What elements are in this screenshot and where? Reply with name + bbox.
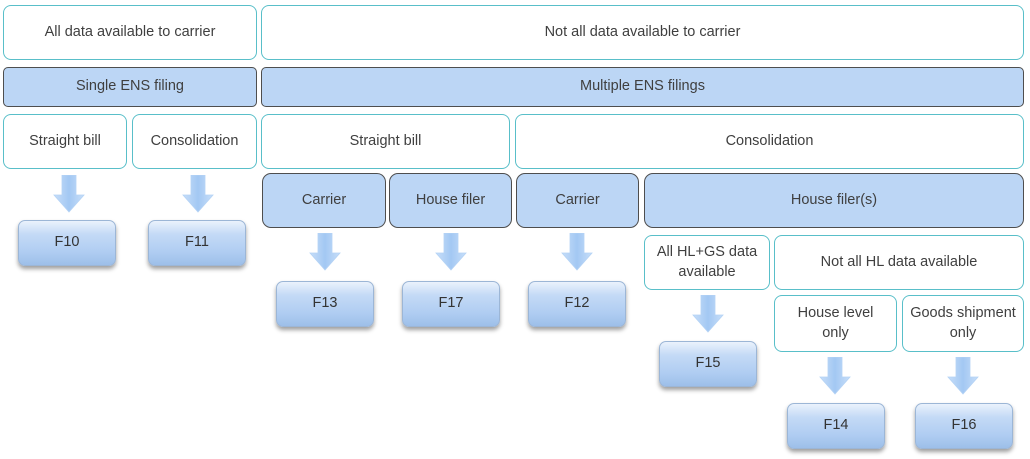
consolidation-carrier-box: Carrier bbox=[516, 173, 639, 228]
down-arrow-icon bbox=[309, 233, 341, 271]
code-f15-box: F15 bbox=[659, 341, 757, 387]
house-level-only-label: House level only bbox=[797, 304, 874, 341]
code-f12-label: F12 bbox=[564, 295, 590, 312]
all-hl-gs-data-box: All HL+GS data available bbox=[644, 235, 770, 290]
straight-house-filer-label: House filer bbox=[415, 191, 486, 208]
multiple-consolidation-label: Consolidation bbox=[725, 132, 814, 149]
down-arrow-icon bbox=[561, 233, 593, 271]
goods-shipment-only-label: Goods shipment only bbox=[910, 304, 1016, 341]
multiple-ens-filings-band: Multiple ENS filings bbox=[261, 67, 1024, 107]
single-straight-bill-box: Straight bill bbox=[3, 114, 127, 169]
code-f17-label: F17 bbox=[438, 295, 464, 312]
house-level-only-box: House level only bbox=[774, 295, 897, 352]
code-f16-box: F16 bbox=[915, 403, 1013, 449]
code-f16-label: F16 bbox=[951, 417, 977, 434]
single-consolidation-label: Consolidation bbox=[150, 132, 239, 149]
code-f15-label: F15 bbox=[695, 355, 721, 372]
multiple-straight-bill-label: Straight bill bbox=[349, 132, 422, 149]
consolidation-house-filers-label: House filer(s) bbox=[790, 191, 878, 208]
code-f14-label: F14 bbox=[823, 417, 849, 434]
multiple-ens-filings-label: Multiple ENS filings bbox=[580, 78, 705, 95]
not-all-hl-data-box: Not all HL data available bbox=[774, 235, 1024, 290]
code-f17-box: F17 bbox=[402, 281, 500, 327]
not-all-hl-data-label: Not all HL data available bbox=[820, 253, 978, 270]
not-all-data-available-box: Not all data available to carrier bbox=[261, 5, 1024, 60]
code-f11-box: F11 bbox=[148, 220, 246, 266]
down-arrow-icon bbox=[435, 233, 467, 271]
code-f13-box: F13 bbox=[276, 281, 374, 327]
straight-house-filer-box: House filer bbox=[389, 173, 512, 228]
all-data-available-label: All data available to carrier bbox=[44, 23, 216, 40]
single-ens-filing-band: Single ENS filing bbox=[3, 67, 257, 107]
goods-shipment-only-box: Goods shipment only bbox=[902, 295, 1024, 352]
multiple-consolidation-box: Consolidation bbox=[515, 114, 1024, 169]
code-f14-box: F14 bbox=[787, 403, 885, 449]
straight-carrier-label: Carrier bbox=[301, 191, 347, 208]
consolidation-carrier-label: Carrier bbox=[555, 191, 600, 208]
all-hl-gs-data-label: All HL+GS data available bbox=[656, 243, 758, 280]
down-arrow-icon bbox=[819, 357, 851, 395]
down-arrow-icon bbox=[182, 175, 214, 213]
code-f11-label: F11 bbox=[185, 234, 209, 251]
down-arrow-icon bbox=[947, 357, 979, 395]
code-f10-box: F10 bbox=[18, 220, 116, 266]
code-f13-label: F13 bbox=[312, 295, 338, 312]
straight-carrier-box: Carrier bbox=[262, 173, 386, 228]
single-straight-bill-label: Straight bill bbox=[29, 132, 101, 149]
single-consolidation-box: Consolidation bbox=[132, 114, 257, 169]
multiple-straight-bill-box: Straight bill bbox=[261, 114, 510, 169]
code-f10-label: F10 bbox=[54, 234, 80, 251]
code-f12-box: F12 bbox=[528, 281, 626, 327]
not-all-data-available-label: Not all data available to carrier bbox=[544, 23, 741, 40]
down-arrow-icon bbox=[53, 175, 85, 213]
consolidation-house-filers-box: House filer(s) bbox=[644, 173, 1024, 228]
down-arrow-icon bbox=[692, 295, 724, 333]
all-data-available-box: All data available to carrier bbox=[3, 5, 257, 60]
single-ens-filing-label: Single ENS filing bbox=[76, 78, 184, 95]
